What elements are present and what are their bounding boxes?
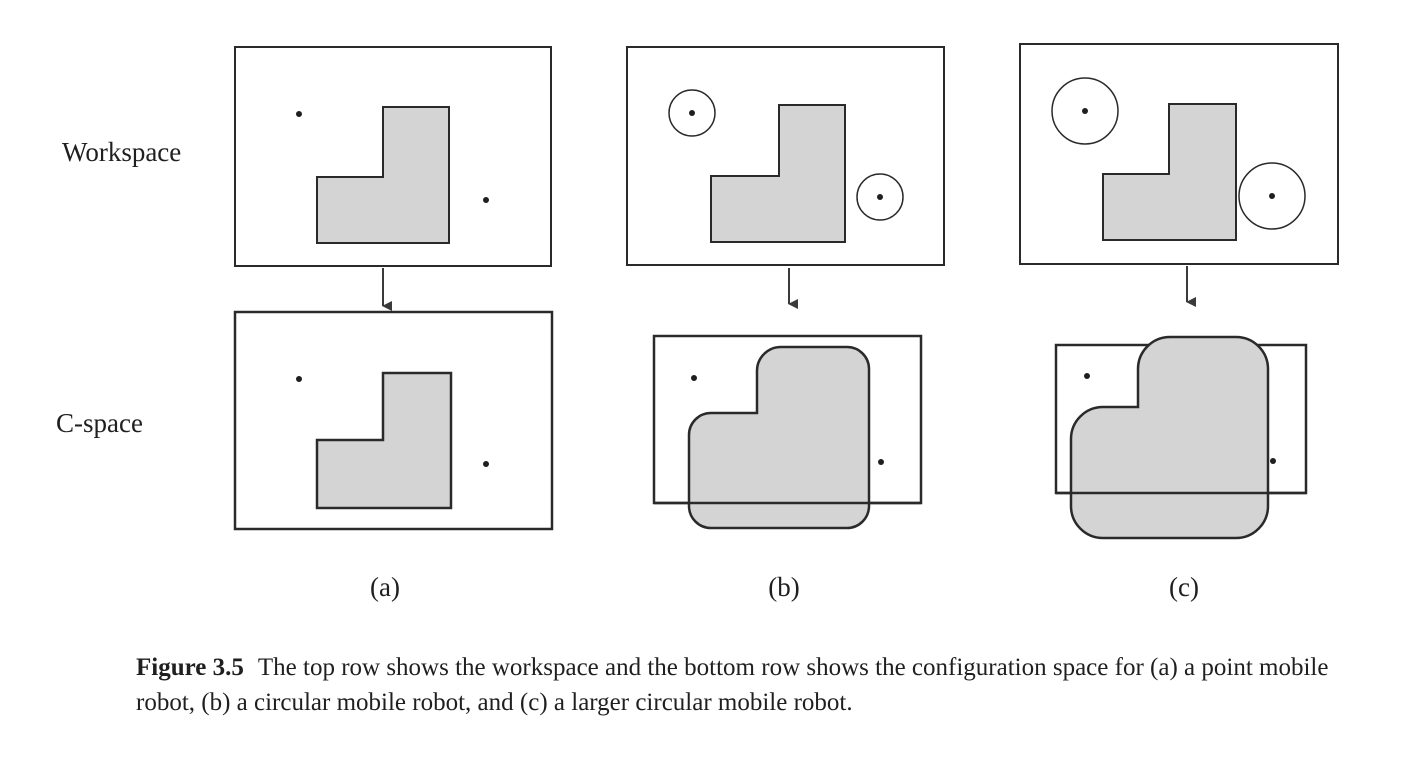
panel-c <box>1019 43 1339 540</box>
start-point <box>296 376 302 382</box>
panel-label-c: (c) <box>1169 572 1199 602</box>
start-point <box>1084 373 1090 379</box>
l-shaped-obstacle <box>316 106 450 244</box>
row-label-workspace: Workspace <box>62 137 182 167</box>
robot-center <box>1269 193 1275 199</box>
robot-center <box>877 194 883 200</box>
l-shaped-obstacle <box>710 104 846 243</box>
figure-diagram <box>233 43 1339 540</box>
cspace-b <box>652 334 923 530</box>
row-label-cspace: C-space <box>56 408 143 438</box>
panel-label-a: (a) <box>370 572 400 602</box>
panel-label-b: (b) <box>768 572 800 602</box>
panel-b <box>626 46 945 530</box>
circular-robot <box>668 89 716 137</box>
cspace-a <box>233 310 554 531</box>
goal-point <box>483 197 489 203</box>
start-point <box>296 111 302 117</box>
circular-robot <box>856 173 904 221</box>
goal-point <box>878 459 884 465</box>
panel-a <box>233 46 554 531</box>
figure-number: Figure 3.5 <box>136 654 244 681</box>
large-circular-robot <box>1238 162 1306 230</box>
l-shaped-obstacle <box>1102 103 1237 241</box>
cspace-c <box>1054 335 1308 540</box>
start-point <box>691 375 697 381</box>
workspace-b <box>626 46 945 266</box>
goal-point <box>483 461 489 467</box>
goal-point <box>1270 458 1276 464</box>
workspace-a <box>234 46 552 267</box>
caption-text: The top row shows the workspace and the … <box>136 654 1329 716</box>
robot-center <box>1082 108 1088 114</box>
cspace-obstacle <box>315 371 453 510</box>
robot-center <box>689 110 695 116</box>
grown-obstacle <box>1069 335 1270 540</box>
large-circular-robot <box>1051 77 1119 145</box>
grown-obstacle <box>687 345 871 530</box>
workspace-c <box>1019 43 1339 265</box>
